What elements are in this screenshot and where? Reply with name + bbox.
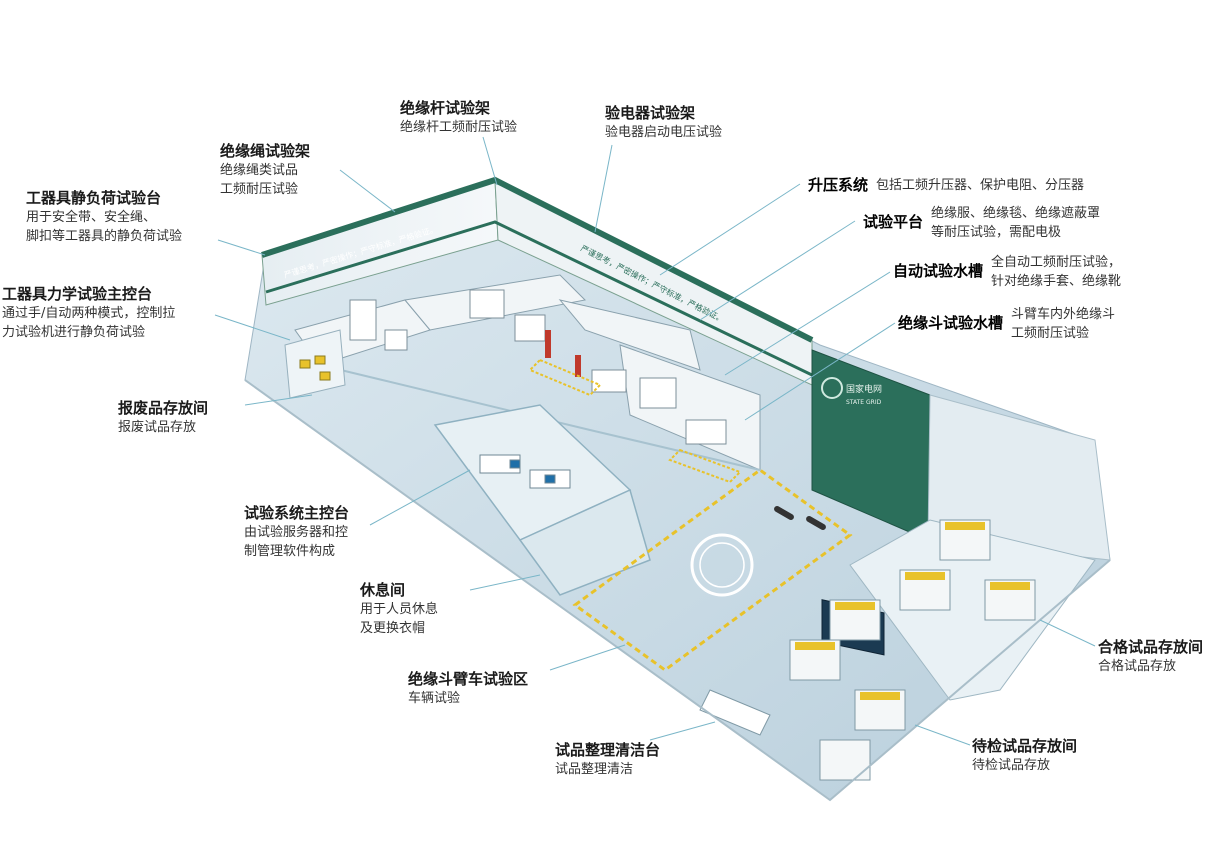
callout-platform: 试验平台 绝缘服、绝缘毯、绝缘遮蔽罩 等耐压试验，需配电极	[863, 204, 1100, 242]
callout-bucket-truck: 绝缘斗臂车试验区 车辆试验	[408, 669, 528, 708]
callout-desc: 工频耐压试验	[1011, 326, 1090, 341]
callout-title: 试验系统主控台	[244, 504, 350, 522]
callout-desc: 包括工频升压器、保护电阻、分压器	[876, 178, 1085, 193]
callout-desc: 脚扣等工器具的静负荷试验	[26, 229, 183, 244]
callout-title: 升压系统	[808, 176, 869, 194]
callout-desc: 通过手/自动两种模式，控制拉	[2, 306, 176, 321]
callout-cleaning: 试品整理清洁台 试品整理清洁	[555, 740, 660, 779]
callout-desc: 验电器启动电压试验	[605, 125, 723, 140]
callout-title: 待检试品存放间	[972, 737, 1078, 755]
callout-boost: 升压系统 包括工频升压器、保护电阻、分压器	[808, 175, 1084, 195]
callout-desc: 绝缘绳类试品	[220, 163, 299, 178]
callout-electroscope: 验电器试验架 验电器启动电压试验	[605, 103, 722, 142]
callout-desc: 及更换衣帽	[360, 621, 426, 636]
callout-desc: 用于安全带、安全绳、	[26, 210, 157, 225]
callout-qualified: 合格试品存放间 合格试品存放	[1098, 637, 1203, 676]
callout-desc: 用于人员休息	[360, 602, 439, 617]
wheel-chocks	[774, 506, 826, 530]
callout-scrap-room: 报废品存放间 报废试品存放	[118, 398, 208, 437]
callout-title: 工器具力学试验主控台	[2, 285, 153, 303]
control-desks	[479, 454, 571, 489]
callout-desc: 针对绝缘手套、绝缘靴	[991, 274, 1122, 289]
callout-static-load: 工器具静负荷试验台 用于安全带、安全绳、 脚扣等工器具的静负荷试验	[26, 188, 182, 246]
callout-title: 试验平台	[863, 213, 924, 231]
wall-mid-stripe	[265, 220, 813, 377]
callout-title: 工器具静负荷试验台	[26, 189, 162, 207]
callout-desc: 力试验机进行静负荷试验	[2, 325, 146, 340]
callout-auto-tank: 自动试验水槽 全自动工频耐压试验， 针对绝缘手套、绝缘靴	[893, 253, 1121, 291]
floor-emblem-icon	[690, 533, 754, 597]
yellow-zones	[528, 358, 742, 484]
callout-title: 自动试验水槽	[893, 262, 984, 280]
callout-insulating-rope: 绝缘绳试验架 绝缘绳类试品 工频耐压试验	[220, 141, 310, 199]
callout-desc: 由试验服务器和控	[244, 525, 349, 540]
callout-desc: 全自动工频耐压试验，	[991, 255, 1122, 270]
brand-sub: STATE GRID	[846, 399, 882, 406]
callout-desc: 车辆试验	[408, 691, 461, 706]
callout-desc: 报废试品存放	[118, 420, 197, 435]
callout-title: 绝缘斗臂车试验区	[408, 670, 529, 688]
callout-title: 绝缘绳试验架	[220, 142, 311, 160]
callout-desc: 工频耐压试验	[220, 182, 299, 197]
callout-desc: 绝缘服、绝缘毯、绝缘遮蔽罩	[931, 206, 1101, 221]
leader-lines	[214, 136, 1096, 746]
front-edge	[244, 379, 1111, 802]
callout-main-console: 试验系统主控台 由试验服务器和控 制管理软件构成	[244, 503, 349, 561]
storage-yellow-items	[795, 522, 1030, 700]
callout-desc: 制管理软件构成	[244, 544, 336, 559]
bucket-truck-zone	[572, 468, 853, 672]
brand-logo-icon	[821, 377, 843, 399]
callout-pending: 待检试品存放间 待检试品存放	[972, 736, 1077, 775]
equipment	[349, 289, 727, 445]
callout-insulating-rod: 绝缘杆试验架 绝缘杆工频耐压试验	[400, 98, 517, 137]
scrap-racks	[299, 355, 331, 381]
callout-title: 试品整理清洁台	[555, 741, 661, 759]
red-bushings	[545, 330, 581, 377]
callout-title: 绝缘斗试验水槽	[898, 314, 1004, 332]
callout-title: 验电器试验架	[605, 104, 696, 122]
callout-title: 合格试品存放间	[1098, 638, 1204, 656]
callout-bucket-tank: 绝缘斗试验水槽 斗臂车内外绝缘斗 工频耐压试验	[898, 305, 1115, 343]
callout-desc: 绝缘杆工频耐压试验	[400, 120, 518, 135]
callout-desc: 斗臂车内外绝缘斗	[1011, 307, 1116, 322]
callout-desc: 试品整理清洁	[555, 762, 634, 777]
callout-desc: 合格试品存放	[1098, 659, 1177, 674]
cleaning-table	[699, 689, 771, 736]
brand-name: 国家电网	[846, 383, 882, 395]
lounge-room	[518, 488, 651, 596]
callout-desc: 待检试品存放	[972, 758, 1051, 773]
callout-title: 报废品存放间	[118, 399, 209, 417]
callout-desc: 等耐压试验，需配电极	[931, 225, 1062, 240]
storage-divider	[849, 519, 1096, 701]
callout-lounge: 休息间 用于人员休息 及更换衣帽	[360, 580, 438, 638]
wall-top-stripe	[261, 176, 814, 343]
callout-title: 绝缘杆试验架	[400, 99, 491, 117]
glass-rail	[319, 364, 761, 471]
callout-title: 休息间	[360, 581, 406, 599]
callout-mech-console: 工器具力学试验主控台 通过手/自动两种模式，控制拉 力试验机进行静负荷试验	[2, 284, 175, 342]
